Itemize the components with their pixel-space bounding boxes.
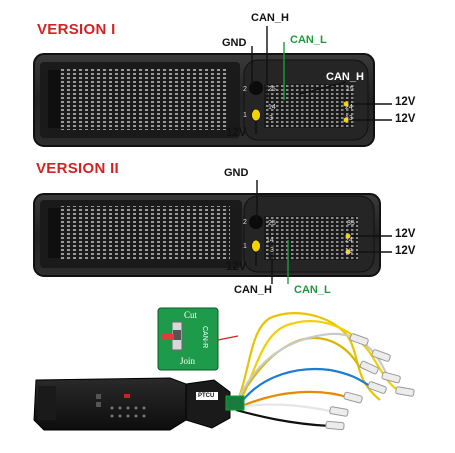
wire-connectors [325,333,415,431]
v1-pointer-lines [251,26,392,121]
v1-pin-15: 15 [346,86,354,93]
v2-12v-label-a: 12V [395,228,416,240]
v1-can-h-top-label: CAN_H [251,12,289,24]
v2-pin-25: 25 [268,220,276,227]
v1-12v-label-a: 12V [395,96,416,108]
v1-12v-left-label: 12V [226,127,247,139]
v2-pin-3: 3 [270,247,274,254]
adapter-board [157,307,219,371]
v1-gnd-label: GND [222,37,247,49]
v1-pin-3: 3 [269,115,273,122]
v2-pin-14: 14 [266,237,274,244]
adapter-can-r-label: CAN-R [201,326,208,349]
v1-12v-marker [251,108,261,122]
v2-can-h-label: CAN_H [234,284,272,296]
connector-version-2 [33,193,381,277]
version-1-title: VERSION I [37,21,116,38]
v2-pin-24: 24 [345,237,353,244]
v1-pin-25: 25 [268,86,276,93]
v1-pin-2: 2 [243,86,247,93]
v2-12v-left-label: 12V [226,261,247,273]
version-2-title: VERSION II [36,160,120,177]
adapter-join-label: Join [180,356,196,366]
v1-pin-14: 14 [268,104,276,111]
v1-can-l-label: CAN_L [290,34,327,46]
adapter-cut-label: Cut [184,310,198,320]
obd-dongle [33,377,245,431]
v2-pin-2: 2 [243,219,247,226]
v1-pin-24: 24 [345,104,353,111]
v1-can-h-right-label: CAN_H [326,71,364,83]
v2-pin-35: 35 [347,220,355,227]
v2-pointer-lines [256,180,392,284]
v2-pin-1: 1 [243,243,247,250]
v2-can-l-label: CAN_L [294,284,331,296]
v2-12v-label-b: 12V [395,245,416,257]
v1-pin-1: 1 [243,112,247,119]
v2-12v-marker [251,239,261,253]
v1-12v-label-b: 12V [395,113,416,125]
v2-gnd-label: GND [224,167,249,179]
dongle-ptcu-label: PTCU [198,393,215,399]
connector-version-1 [33,53,375,147]
v1-pin-13: 13 [345,115,353,122]
v2-pin-18: 18 [345,248,353,255]
